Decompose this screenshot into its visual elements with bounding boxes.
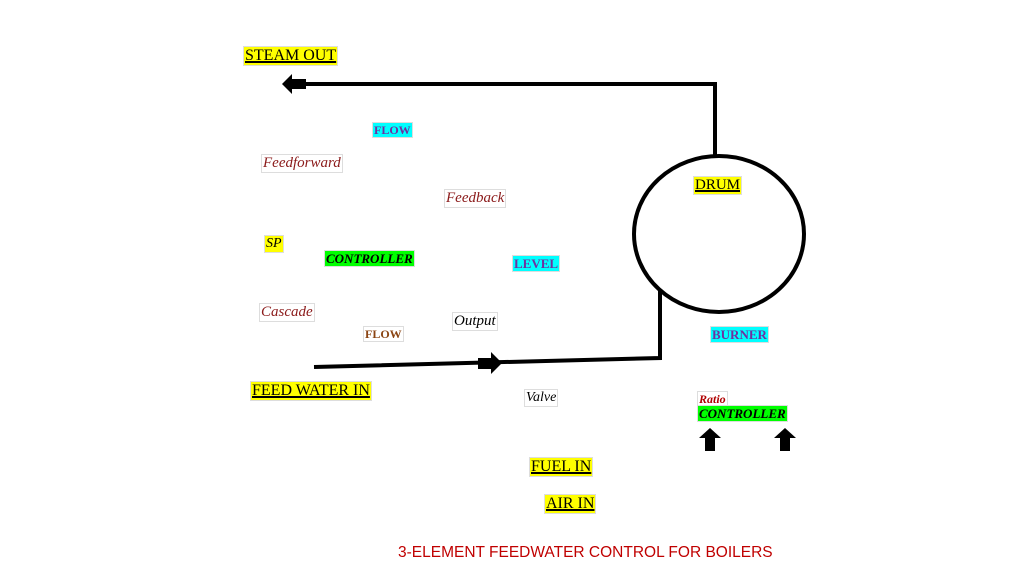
feedforward-label: Feedforward [261,154,343,173]
air-up-arrow-icon [774,428,796,451]
flow-label: FLOW [363,326,404,342]
ratio-controller-label: CONTROLLER [697,405,788,422]
steam-line [300,82,717,156]
valve-label: Valve [524,389,559,407]
drum-label: DRUM [693,176,743,195]
feedback-label: Feedback [444,189,507,208]
drum-circle [632,154,806,314]
feedwater-line [313,290,662,369]
level-label: LEVEL [512,255,561,272]
steam-out-label: STEAM OUT [243,46,339,66]
feedwater-arrow-icon [478,352,502,374]
diagram-title: 3-ELEMENT FEEDWATER CONTROL FOR BOILERS [398,544,773,561]
burner-label: BURNER [710,326,769,343]
cascade-label: Cascade [259,303,315,322]
setpoint-label: SP [264,235,284,253]
controller-label: CONTROLLER [324,250,415,267]
fuel-up-arrow-icon [699,428,721,451]
air-in-label: AIR IN [544,494,597,514]
steam-arrow-icon [282,74,306,94]
fuel-in-label: FUEL IN [529,457,594,477]
flow-transmitter-label: FLOW [372,122,413,138]
feed-water-in-label: FEED WATER IN [250,381,372,401]
output-label: Output [452,312,498,331]
